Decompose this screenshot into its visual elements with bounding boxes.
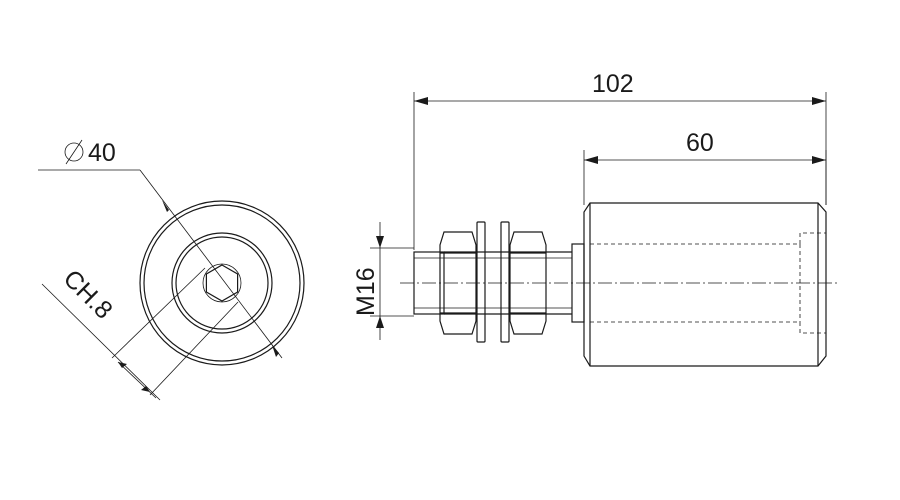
body-length-dimension: 60 [583, 129, 827, 205]
thread-dimension: M16 [352, 222, 414, 340]
diameter-label: 40 [88, 139, 116, 167]
diameter-symbol-icon [64, 142, 84, 162]
roller-body [583, 202, 827, 367]
thread-label: M16 [352, 267, 380, 316]
hex-key-label: CH.8 [58, 264, 118, 324]
diameter-dimension: 40 [38, 139, 283, 359]
end-view [139, 200, 305, 366]
bore-step-bottom [799, 322, 826, 334]
inner-ring-edge [175, 236, 269, 330]
outer-rim [139, 200, 305, 366]
outer-rim-chamfer [143, 204, 301, 362]
inner-ring [171, 232, 273, 334]
hex-socket-circle [202, 263, 242, 303]
bore-step-top [799, 232, 826, 244]
threaded-stud [413, 251, 445, 315]
body-length-label: 60 [686, 129, 714, 157]
overall-length-label: 102 [592, 70, 634, 98]
side-view [400, 202, 840, 367]
washer-2 [500, 221, 510, 343]
hex-socket [205, 264, 239, 302]
hex-nut-2 [509, 231, 547, 335]
overall-length-dimension: 102 [413, 70, 827, 250]
washer-1 [476, 221, 486, 343]
hex-nut-1 [439, 231, 477, 335]
